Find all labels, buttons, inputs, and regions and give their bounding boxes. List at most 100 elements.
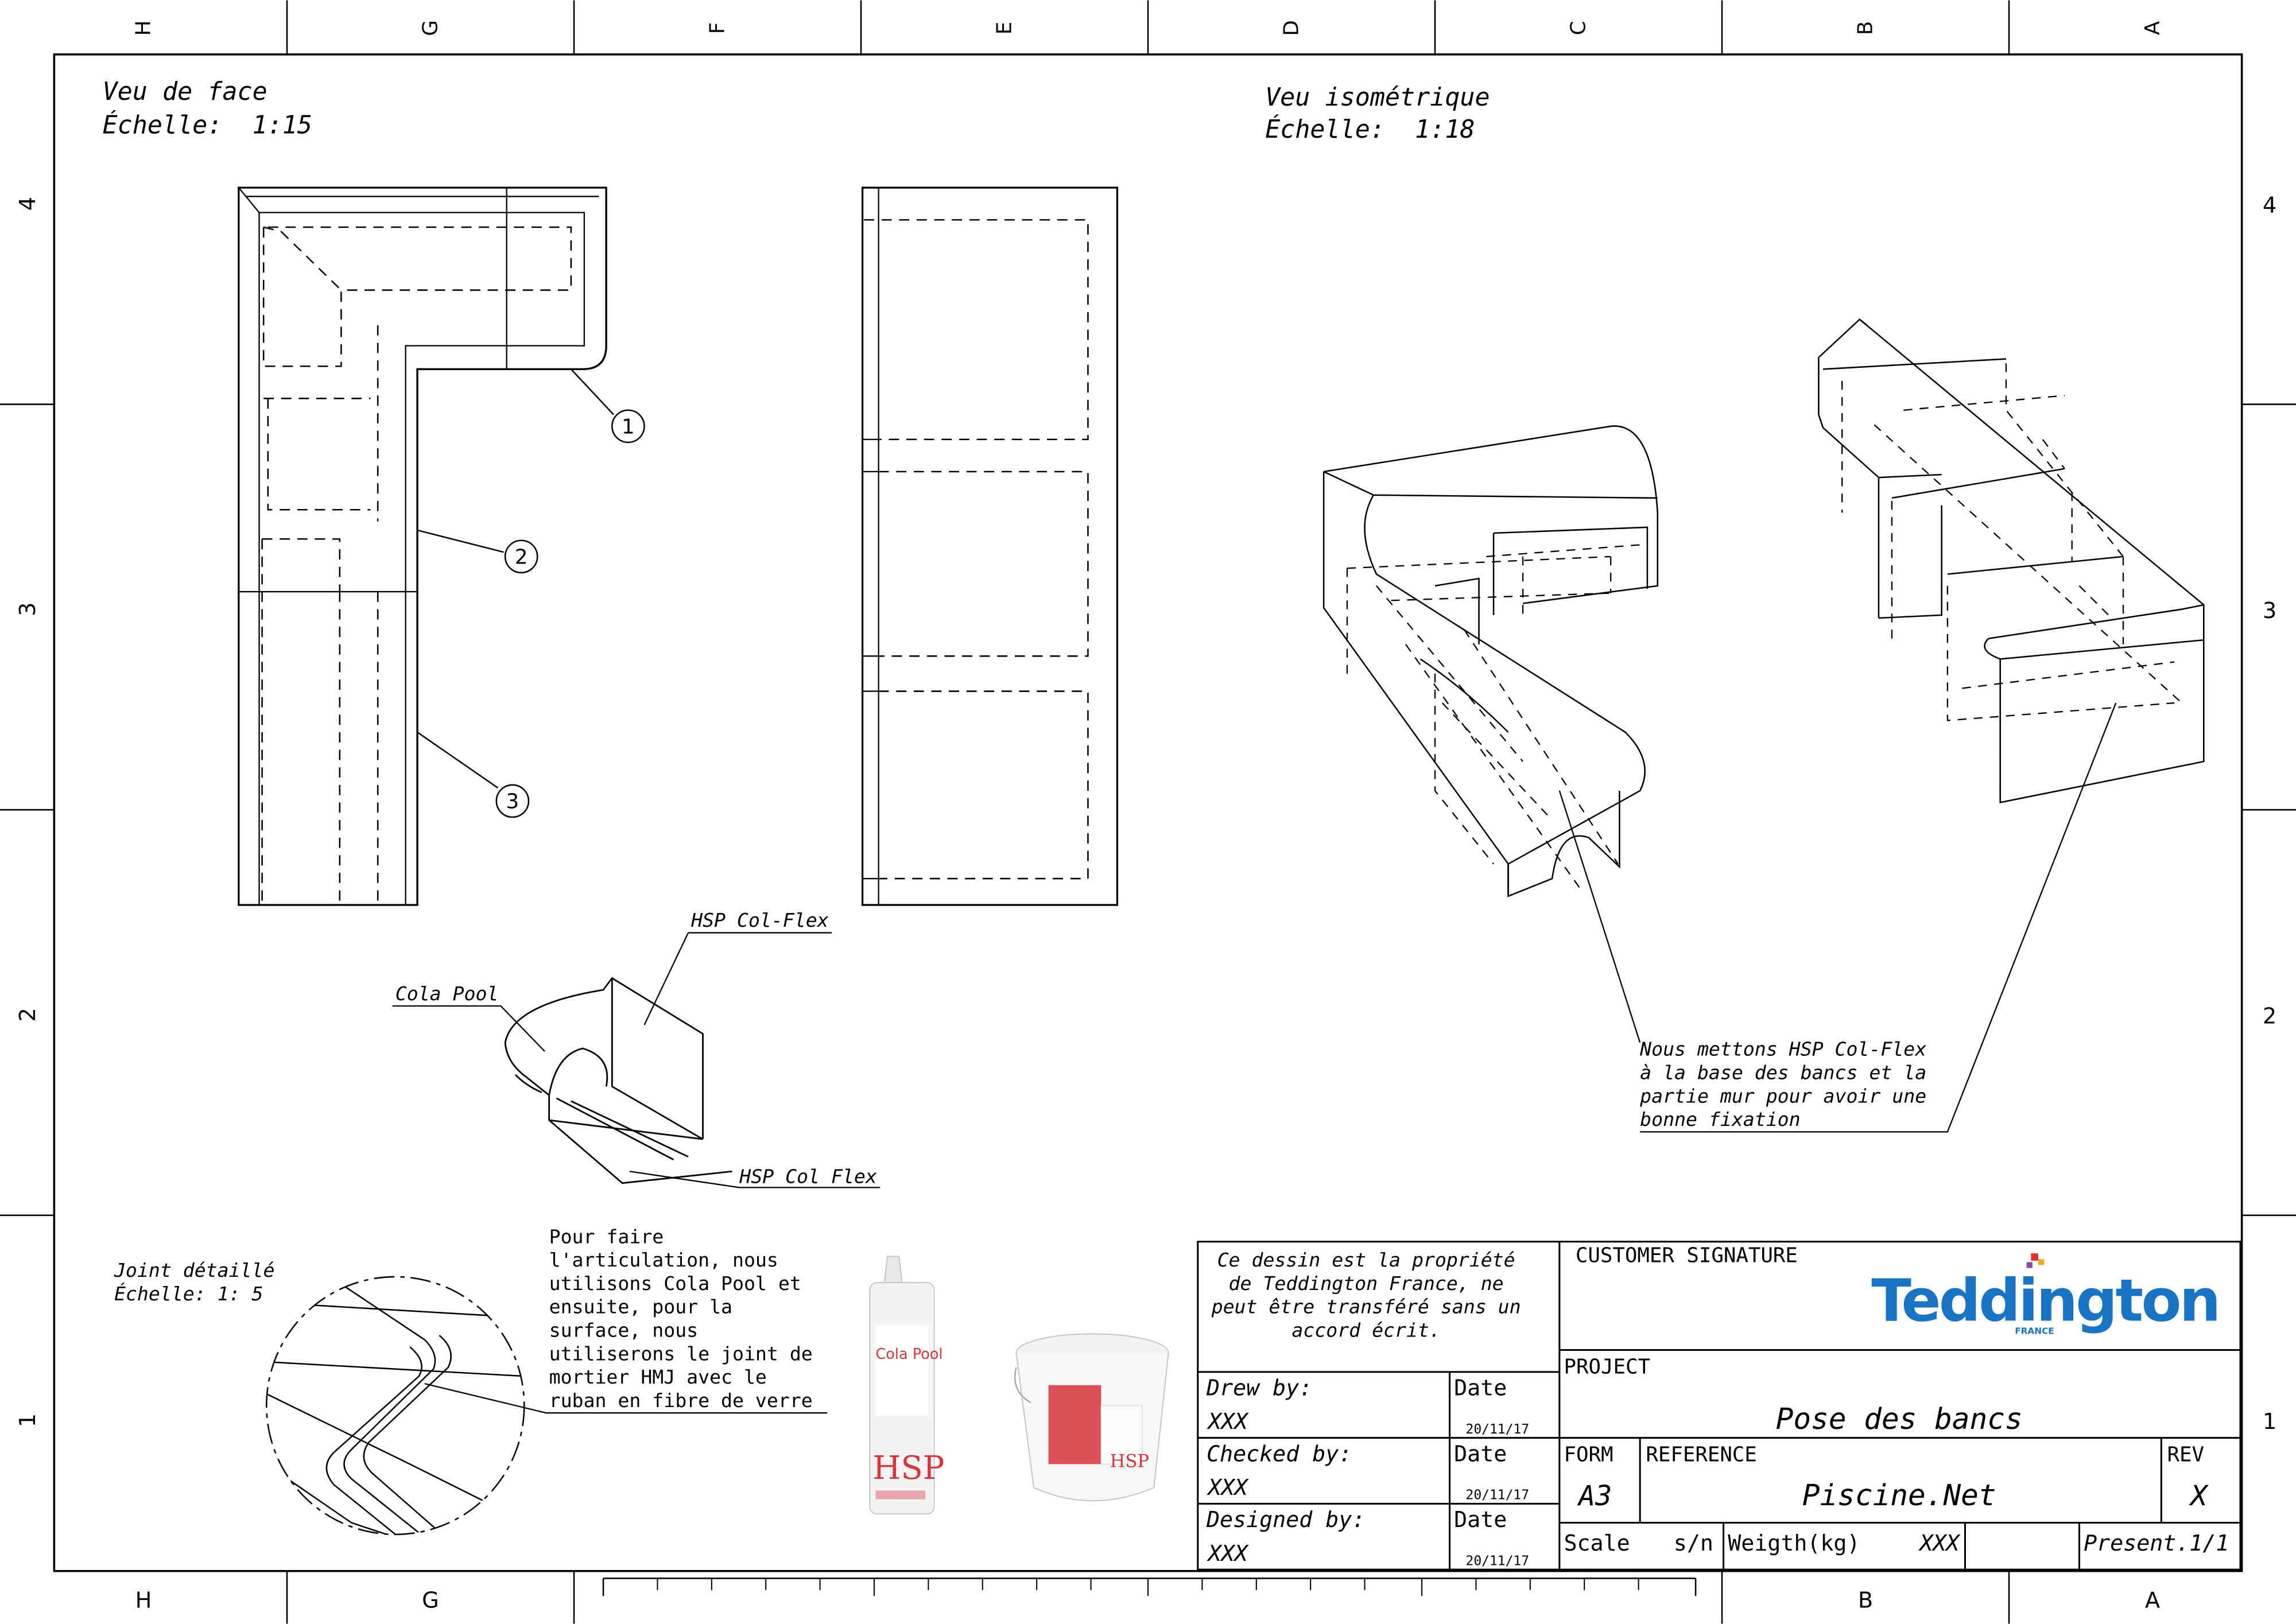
balloon-2: 2 [515, 546, 528, 569]
mortar-bucket-image: HSP [1014, 1333, 1169, 1502]
balloon-numbers: 1 2 3 [506, 415, 634, 814]
joint-note-line-3: utilisons Cola Pool et [549, 1272, 801, 1295]
iso-straight-bench [1818, 318, 2205, 803]
joint-detail-drawing [266, 1276, 525, 1536]
front-view-drawing [238, 187, 607, 906]
zone-letter-g-bottom: G [422, 1587, 439, 1613]
cartridge-brand-text: HSP [872, 1450, 944, 1487]
checked-by-value: XXX [1207, 1475, 1249, 1501]
row-number-2-left: 2 [15, 1008, 41, 1021]
iso-view-name: Veu isométrique [1265, 83, 1490, 112]
row-number-3-right: 3 [2263, 598, 2276, 624]
row-number-4-right: 4 [2263, 192, 2276, 218]
joint-detail-name: Joint détaillé [114, 1259, 274, 1281]
designed-by-label: Designed by: [1206, 1507, 1365, 1533]
joint-detail-title: Joint détaillé Échelle: 1: 5 [114, 1259, 274, 1305]
joint-note-line-1: Pour faire [549, 1225, 664, 1248]
left-row-numbers: 4 3 2 1 [15, 197, 41, 1427]
front-view-name: Veu de face [103, 77, 267, 106]
zone-letter-h-bottom: H [135, 1587, 152, 1613]
drew-date-label: Date [1454, 1376, 1507, 1401]
sheet-number: Present.1/1 [2084, 1530, 2229, 1556]
weight-value: XXX [1918, 1530, 1960, 1556]
iso-note-line-1: Nous mettons HSP Col-Flex [1639, 1038, 1926, 1060]
weight-label: Weigth(kg) [1728, 1530, 1860, 1556]
iso-note-leaders [1558, 702, 2117, 1133]
logo-subtitle: FRANCE [2015, 1326, 2054, 1336]
checked-by-label: Checked by: [1207, 1441, 1352, 1467]
zone-letter-e-top: E [993, 22, 1017, 35]
project-label: PROJECT [1564, 1355, 1650, 1378]
joint-note-line-6: utiliserons le joint de [549, 1342, 813, 1365]
iso-note: Nous mettons HSP Col-Flex à la base des … [1639, 1038, 1926, 1130]
zone-letter-a-bottom: A [2145, 1587, 2160, 1613]
row-number-2-right: 2 [2263, 1004, 2276, 1029]
joint-note-line-7: mortier HMJ avec le [549, 1366, 767, 1388]
zone-letter-d-top: D [1280, 20, 1304, 36]
front-view-scale: Échelle: 1:15 [103, 111, 312, 140]
rev-value: X [2189, 1480, 2209, 1512]
balloon-group [417, 368, 645, 818]
checked-date-value: 20/11/17 [1466, 1488, 1529, 1503]
iso-note-line-4: bonne fixation [1640, 1108, 1800, 1130]
drew-by-label: Drew by: [1206, 1376, 1312, 1401]
joint-detail-scale: Échelle: 1: 5 [114, 1282, 263, 1305]
drew-by-value: XXX [1207, 1409, 1249, 1435]
zone-letter-g-top: G [419, 20, 443, 36]
iso-view-title: Veu isométrique Échelle: 1:18 [1265, 83, 1490, 144]
row-number-3-left: 3 [15, 603, 41, 616]
reference-value: Piscine.Net [1802, 1479, 1996, 1513]
teddington-logo: Teddington FRANCE [1871, 1253, 2221, 1336]
row-number-1-right: 1 [2263, 1409, 2276, 1435]
form-value: A3 [1577, 1480, 1612, 1512]
reference-label: REFERENCE [1646, 1443, 1756, 1466]
label-hsp-col-flex-top: HSP Col-Flex [691, 909, 829, 931]
zone-letter-b-bottom: B [1858, 1587, 1873, 1613]
iso-note-line-2: à la base des bancs et la [1640, 1062, 1926, 1084]
designed-by-value: XXX [1207, 1541, 1249, 1567]
joint-note-line-8: ruban en fibre de verre [549, 1389, 813, 1412]
ownership-line-4: accord écrit. [1292, 1319, 1441, 1342]
iso-view-scale: Échelle: 1:18 [1265, 115, 1475, 144]
row-number-4-left: 4 [15, 197, 41, 211]
logo-wordmark: Teddington [1871, 1266, 2219, 1335]
zone-letter-c-top: C [1567, 21, 1591, 35]
right-row-numbers: 4 3 2 1 [2263, 192, 2276, 1435]
scale-label: Scale [1564, 1530, 1630, 1556]
label-hsp-col-flex-bottom: HSP Col Flex [739, 1165, 877, 1188]
customer-signature-label: CUSTOMER SIGNATURE [1576, 1244, 1798, 1267]
front-view-title: Veu de face Échelle: 1:15 [103, 77, 312, 140]
bottom-zone-letters: H G B A [135, 1587, 2160, 1613]
zone-letter-h-top: H [131, 20, 155, 36]
drew-date-value: 20/11/17 [1466, 1422, 1529, 1437]
form-label: FORM [1564, 1443, 1613, 1466]
zone-letter-a-top: A [2141, 21, 2165, 35]
ownership-line-3: peut être transféré sans un [1211, 1296, 1521, 1318]
designed-date-label: Date [1454, 1507, 1507, 1533]
ownership-notice: Ce dessin est la propriété de Teddington… [1211, 1249, 1521, 1341]
joint-note: Pour faire l'articulation, nous utilison… [549, 1225, 813, 1412]
cartridge-label-text: Cola Pool [876, 1346, 943, 1363]
section-detail-leaders [392, 932, 881, 1188]
label-cola-pool: Cola Pool [395, 982, 499, 1005]
ownership-line-2: de Teddington France, ne [1229, 1272, 1504, 1295]
balloon-1: 1 [622, 415, 635, 439]
checked-date-label: Date [1454, 1441, 1507, 1467]
rev-label: REV [2167, 1443, 2205, 1466]
ownership-line-1: Ce dessin est la propriété [1217, 1249, 1515, 1271]
joint-note-line-2: l'articulation, nous [549, 1249, 778, 1271]
zone-letter-f-top: F [706, 22, 730, 34]
balloon-3: 3 [506, 790, 519, 814]
sn-label: s/n [1674, 1530, 1713, 1556]
joint-note-leader [424, 1383, 828, 1414]
joint-note-line-5: surface, nous [549, 1319, 699, 1342]
title-block-lines [1197, 1241, 2241, 1571]
joint-note-line-4: ensuite, pour la [549, 1296, 732, 1318]
bucket-brand-text: HSP [1110, 1452, 1149, 1472]
zone-letter-b-top: B [1854, 21, 1878, 36]
top-zone-letters: H G F E D C B A [131, 20, 2164, 36]
section-detail-drawing [504, 977, 732, 1184]
iso-note-line-3: partie mur pour avoir une [1639, 1085, 1926, 1107]
